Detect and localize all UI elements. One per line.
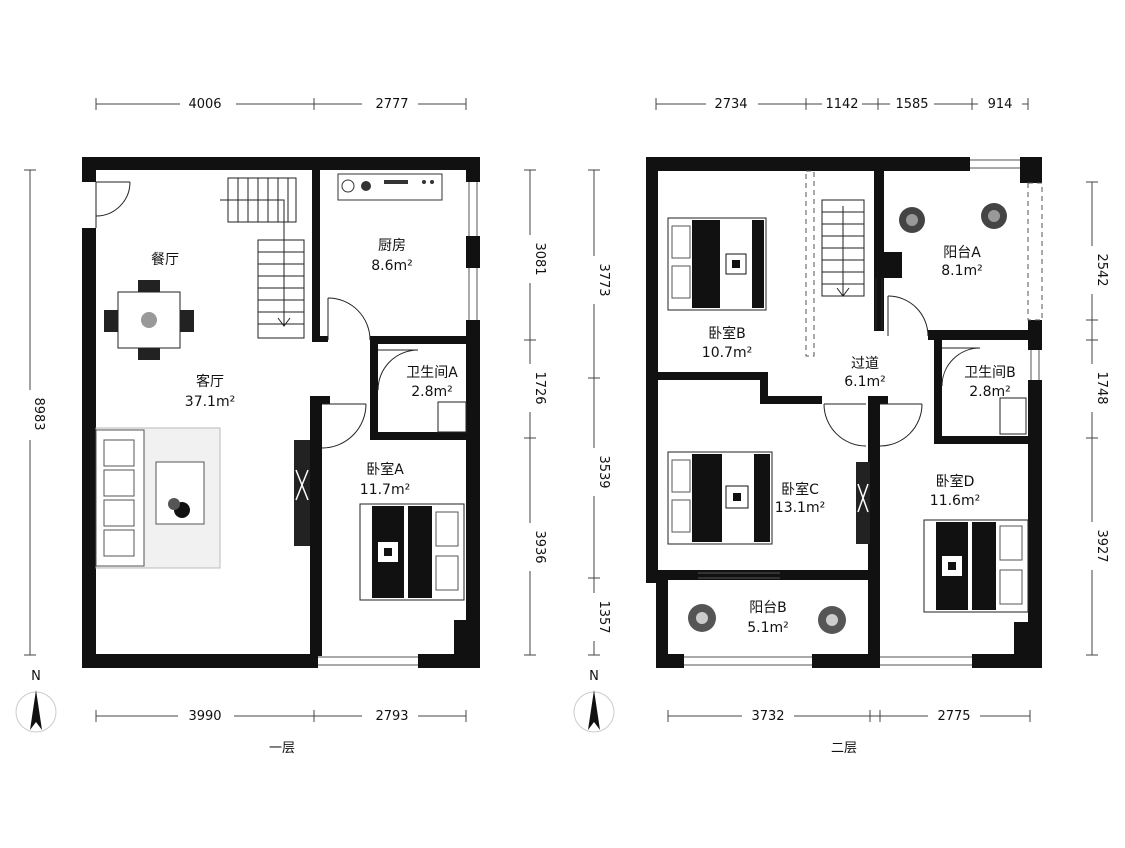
wardrobe-icon <box>294 440 310 546</box>
sofa-icon <box>95 427 221 569</box>
dim-bottom-2: 2793 <box>375 709 408 724</box>
room-area: 8.1m² <box>941 263 983 279</box>
floor-2: 2734 1142 1585 914 3732 2775 3773 3539 1… <box>573 96 1109 756</box>
north-arrow-icon <box>573 690 615 733</box>
room-area: 11.7m² <box>360 482 410 498</box>
dim-right-1: 2542 <box>1094 253 1109 286</box>
bed-icon <box>667 451 773 545</box>
room-area: 8.6m² <box>371 258 413 274</box>
stove-icon <box>337 173 443 201</box>
north-label: N <box>31 669 41 684</box>
room-name: 客厅 <box>196 373 224 390</box>
dim-top-2: 1142 <box>825 97 858 112</box>
wardrobe-icon <box>856 462 870 544</box>
room-name: 卧室C <box>781 481 819 498</box>
dining-table-icon <box>104 280 194 360</box>
dim-left-2: 3539 <box>596 455 611 488</box>
stairs-icon <box>227 177 305 339</box>
dim-right-1: 3081 <box>532 242 547 275</box>
dim-top-4: 914 <box>988 97 1013 112</box>
room-name: 餐厅 <box>151 252 179 268</box>
north-arrow-icon <box>15 690 57 733</box>
stair-treads <box>220 178 304 327</box>
windows-floor-1 <box>318 182 478 666</box>
bed-icon <box>923 519 1029 613</box>
kitchen-door-icon <box>327 297 371 341</box>
room-area: 5.1m² <box>747 620 789 636</box>
dim-left-1: 3773 <box>596 263 611 296</box>
plant-icon <box>899 203 1007 233</box>
floor-caption: 一层 <box>269 741 295 756</box>
room-area: 6.1m² <box>844 374 886 390</box>
dim-bottom-1: 3990 <box>188 709 221 724</box>
dim-top-3: 1585 <box>895 97 928 112</box>
dim-right-2: 1726 <box>532 371 547 404</box>
room-name: 厨房 <box>378 238 406 254</box>
room-area: 13.1m² <box>775 500 825 516</box>
room-name: 过道 <box>851 356 879 372</box>
room-area: 11.6m² <box>930 493 980 509</box>
room-name: 卧室B <box>708 325 746 342</box>
windows-floor-2 <box>684 159 1043 666</box>
bed-icon <box>359 503 465 601</box>
door-icons <box>823 278 1027 447</box>
bed-icon <box>667 217 767 311</box>
floor-caption: 二层 <box>831 741 857 756</box>
room-area: 10.7m² <box>702 345 752 361</box>
room-name: 卧室D <box>936 473 975 490</box>
stair-treads <box>822 206 864 297</box>
room-name: 卫生间B <box>964 365 1016 381</box>
bath-a-door-icon <box>377 349 467 433</box>
room-area: 2.8m² <box>969 384 1011 400</box>
dim-line-left-2 <box>588 169 600 656</box>
dim-right-3: 3927 <box>1094 529 1109 562</box>
dim-top-2: 2777 <box>375 97 408 112</box>
dim-bottom-1: 3732 <box>751 709 784 724</box>
dim-bottom-2: 2775 <box>937 709 970 724</box>
bedroom-a-door-icon <box>321 403 367 449</box>
room-area: 37.1m² <box>185 394 235 410</box>
room-name: 阳台B <box>749 600 787 616</box>
dim-top-1: 4006 <box>188 97 221 112</box>
room-name: 卧室A <box>366 461 404 478</box>
dim-top-1: 2734 <box>714 97 747 112</box>
dim-left-1: 8983 <box>31 397 46 430</box>
entry-door-icon <box>95 181 131 228</box>
room-name: 阳台A <box>943 245 981 261</box>
dim-right-2: 1748 <box>1094 371 1109 404</box>
dim-left-3: 1357 <box>596 600 611 633</box>
plant-icon <box>688 604 846 634</box>
dim-right-3: 3936 <box>532 530 547 563</box>
floor-1: 4006 2777 3990 2793 8983 3081 1726 3936 <box>15 96 547 756</box>
north-label: N <box>589 669 599 684</box>
room-name: 卫生间A <box>406 365 458 381</box>
room-area: 2.8m² <box>411 384 453 400</box>
walls-floor-2 <box>646 157 1042 668</box>
walls-floor-1 <box>82 157 480 668</box>
